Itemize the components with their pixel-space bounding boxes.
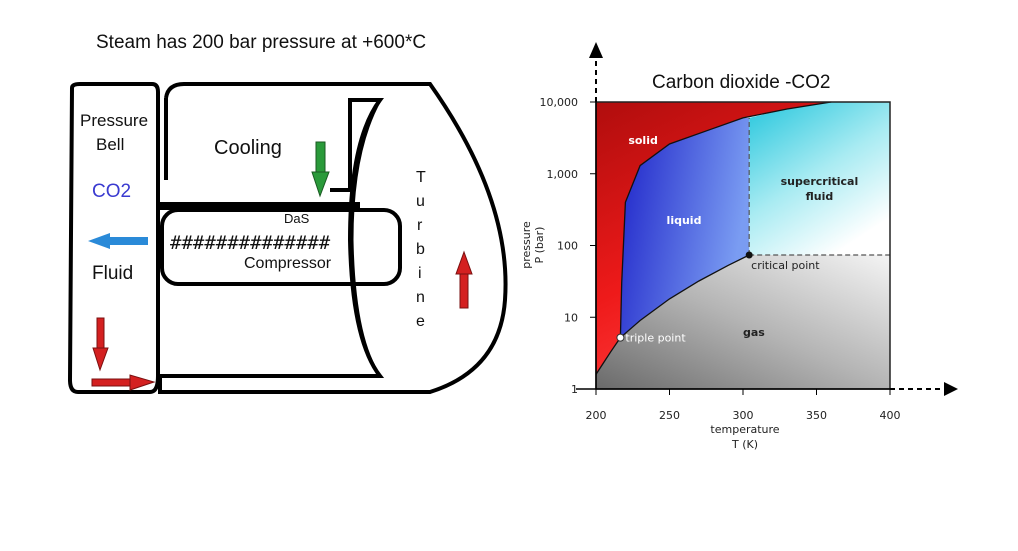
x-tick-label: 250 (659, 409, 680, 422)
x-tick-label: 300 (733, 409, 754, 422)
green-arrow-down-icon (311, 141, 330, 198)
turbine-letter: e (416, 313, 425, 330)
co2-label: CO2 (92, 181, 131, 202)
turbine-letter: n (416, 289, 425, 306)
x-axis-arrowhead-icon (944, 382, 958, 396)
das-label: DaS (284, 211, 310, 226)
y-tick-label: 100 (557, 240, 578, 253)
vaporization-curve (619, 254, 750, 339)
region-solid (596, 102, 832, 389)
compressor-label: Compressor (244, 255, 332, 272)
fluid-label: Fluid (92, 263, 133, 284)
y-tick-label: 10 (564, 311, 578, 324)
region-liquid (620, 117, 750, 338)
blue-arrow-left-icon (88, 233, 148, 249)
triple-point-label: triple point (625, 332, 686, 345)
hash-row: ############## (170, 232, 331, 254)
label-solid: solid (628, 134, 658, 147)
x-axis-title-1: temperature (710, 423, 779, 436)
pressure-bell-label-2: Bell (96, 135, 124, 154)
turbine-label: T u r b i n e (416, 169, 426, 330)
x-tick-label: 350 (806, 409, 827, 422)
label-supercritical: supercritical (781, 175, 859, 188)
turbine-housing (158, 82, 508, 394)
y-tick-label: 1,000 (547, 168, 579, 181)
turbine-letter: b (416, 241, 425, 258)
triple-point-marker (616, 333, 625, 342)
turbine-letter: r (417, 217, 423, 234)
x-tick-label: 400 (880, 409, 901, 422)
y-tick-label: 10,000 (540, 96, 579, 109)
turbine-blade-curve (350, 99, 382, 377)
turbine-letter: i (418, 265, 422, 282)
y-axis-title-1: pressure (520, 221, 533, 269)
chart-title: Carbon dioxide -CO2 (652, 72, 830, 93)
label-liquid: liquid (667, 214, 702, 227)
label-fluid: fluid (806, 190, 834, 203)
cooling-label: Cooling (214, 137, 282, 159)
y-axis-title-2: P (bar) (533, 227, 546, 264)
axis-ticks: 200 250 300 350 400 1 10 100 1,000 10,000 (540, 96, 901, 422)
region-supercritical (749, 102, 890, 255)
pressure-bell-label-1: Pressure (80, 111, 148, 130)
machine-diagram: Pressure Bell CO2 Fluid Cooling DaS ####… (67, 82, 508, 394)
red-arrow-down-icon (92, 317, 109, 372)
region-gas (596, 255, 890, 389)
x-axis-title-2: T (K) (731, 438, 758, 451)
phase-diagram: Carbon dioxide -CO2 200 250 300 350 400 1 10 10… (520, 42, 958, 451)
x-tick-label: 200 (586, 409, 607, 422)
melting-curve (619, 101, 832, 338)
sublimation-curve (595, 337, 621, 375)
red-arrow-right-icon (91, 374, 156, 391)
critical-point-label: critical point (751, 259, 820, 272)
das-bar (160, 202, 360, 210)
caption: Steam has 200 bar pressure at +600*C (96, 32, 426, 53)
y-tick-label: 1 (571, 383, 578, 396)
red-arrow-up-icon (455, 250, 473, 309)
critical-point-marker (745, 251, 753, 259)
turbine-letter: u (416, 193, 425, 210)
turbine-letter: T (416, 169, 426, 186)
compressor-body (160, 208, 402, 286)
label-gas: gas (743, 326, 765, 339)
y-axis-arrowhead-icon (589, 42, 603, 58)
